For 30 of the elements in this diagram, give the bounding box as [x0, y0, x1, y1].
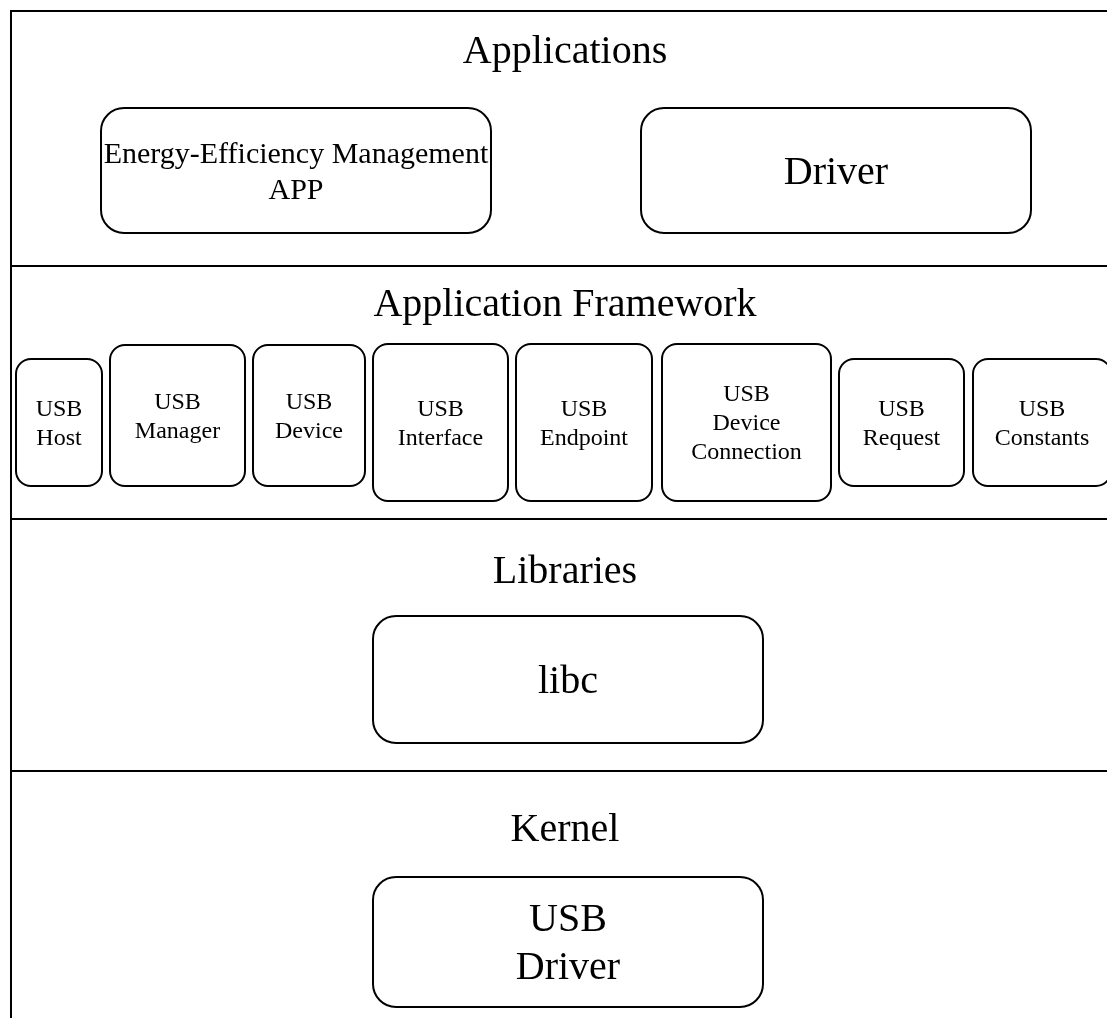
- module-label: USB Constants: [994, 393, 1090, 452]
- module-box: [109, 344, 246, 487]
- module-box: [100, 107, 492, 234]
- module-box: [661, 343, 832, 502]
- module-box: [15, 358, 103, 487]
- module-label: USB Driver: [515, 894, 621, 990]
- module-box: [515, 343, 653, 502]
- module-label: Driver: [783, 146, 889, 195]
- module-label: libc: [538, 655, 598, 704]
- module-label: USB Device Connection: [691, 379, 802, 466]
- module-box: [972, 358, 1107, 487]
- module-label: USB Request: [862, 393, 941, 452]
- module-label: Energy-Efficiency Management APP: [102, 134, 490, 207]
- layer-title: Kernel: [509, 804, 621, 851]
- layer-band: [10, 10, 1107, 267]
- module-label: USB Interface: [397, 393, 484, 452]
- layer-title: Application Framework: [372, 279, 758, 326]
- layer-band: [10, 265, 1107, 520]
- module-label: USB Device: [275, 386, 343, 445]
- module-box: [372, 343, 509, 502]
- module-box: [372, 876, 764, 1008]
- module-label: USB Host: [35, 393, 83, 452]
- module-label: USB Endpoint: [540, 393, 628, 452]
- module-box: [640, 107, 1032, 234]
- module-box: [372, 615, 764, 744]
- layer-title: Applications: [461, 26, 669, 73]
- module-label: USB Manager: [134, 386, 221, 445]
- layer-title: Libraries: [491, 546, 639, 593]
- module-box: [838, 358, 965, 487]
- module-box: [252, 344, 366, 487]
